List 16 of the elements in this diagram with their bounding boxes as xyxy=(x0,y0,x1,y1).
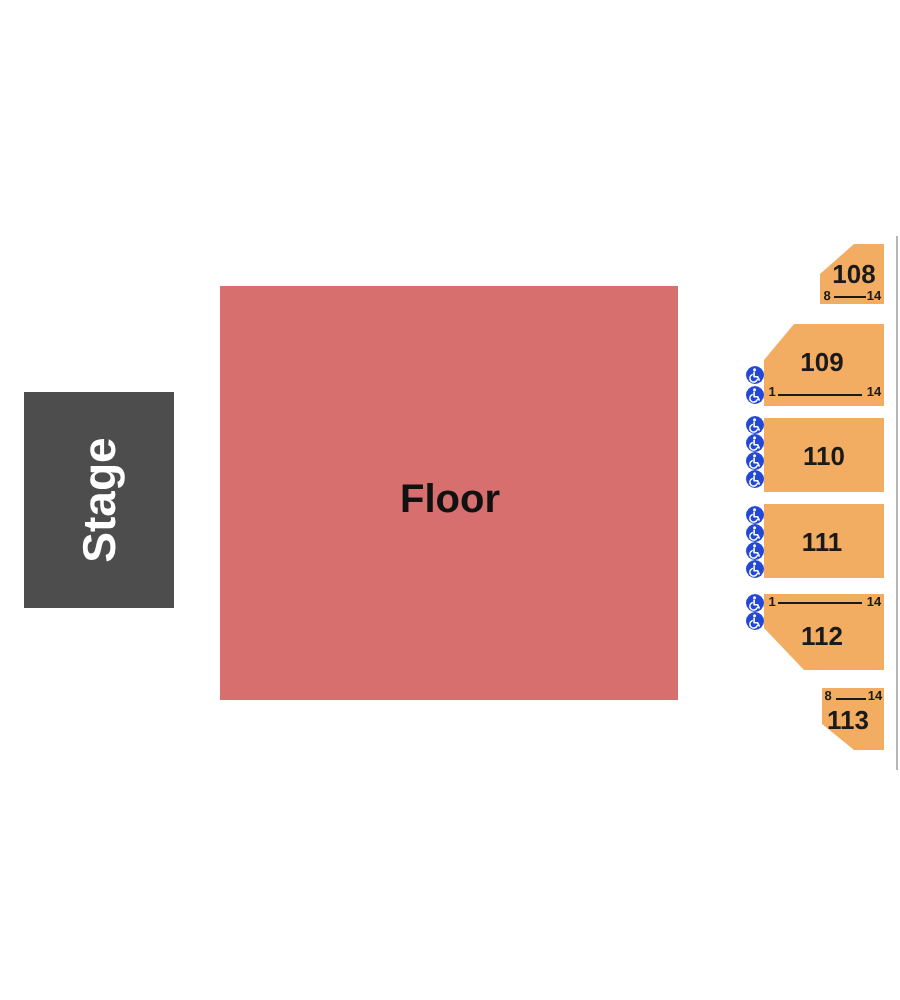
seating-section xyxy=(822,688,884,750)
seating-section xyxy=(764,418,884,492)
section-number: 111 xyxy=(801,528,843,554)
section-number: 110 xyxy=(803,442,845,468)
stage-label: Stage xyxy=(76,437,122,563)
section-number: 113 xyxy=(827,707,869,733)
seating-section xyxy=(764,594,884,670)
floor-label: Floor xyxy=(400,480,500,520)
section-number: 108 xyxy=(832,261,876,287)
seating-section xyxy=(764,504,884,578)
seating-section xyxy=(820,244,884,304)
stage-block xyxy=(24,392,174,608)
section-number: 112 xyxy=(801,623,843,649)
seating-section xyxy=(764,324,884,406)
floor-section xyxy=(220,286,678,700)
section-number: 109 xyxy=(800,349,844,375)
